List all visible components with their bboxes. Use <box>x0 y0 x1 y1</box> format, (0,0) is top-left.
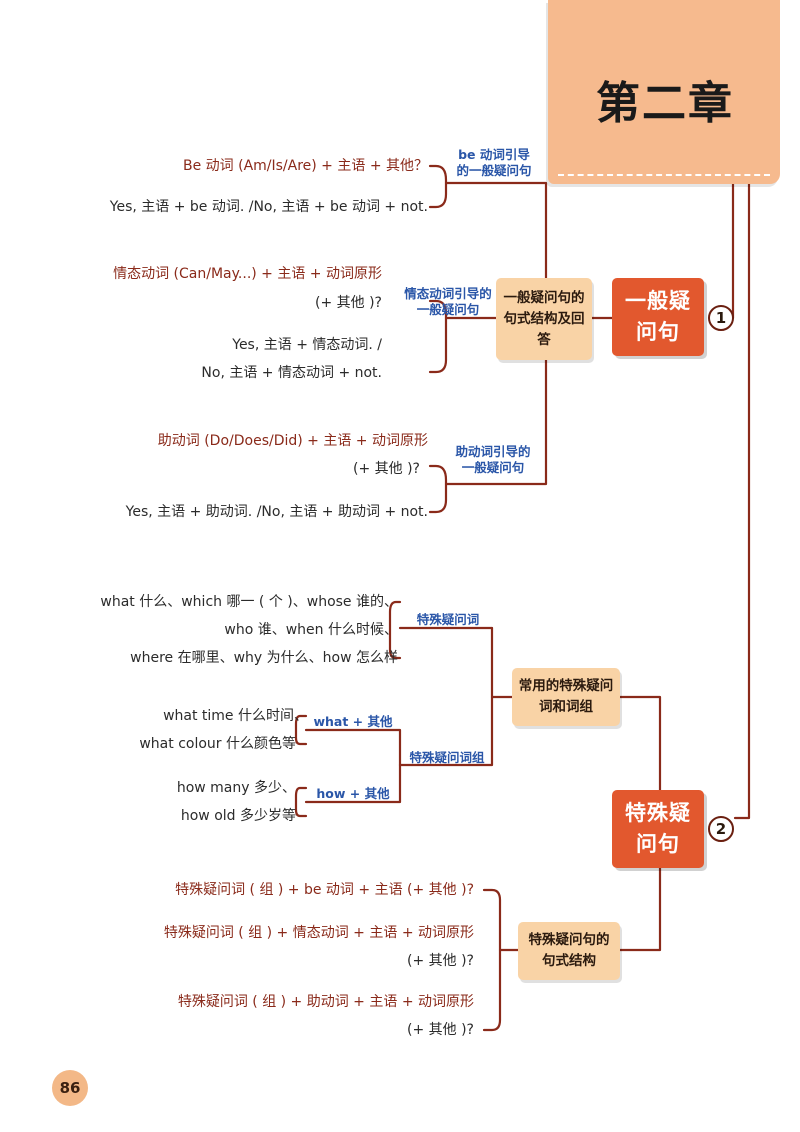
be-group-label: be 动词引导的一般疑问句 <box>456 147 532 178</box>
be-answer-text: Yes, 主语 + be 动词. /No, 主语 + be 动词 + not. <box>109 199 428 215</box>
special-phrases-label: 特殊疑问词组 <box>409 750 485 765</box>
what-phrase-line1: what time 什么时间、 <box>163 708 308 724</box>
what-phrase-line2: what colour 什么颜色等 <box>139 736 296 752</box>
common-words-node: 常用的特殊疑问词和词组 <box>512 668 620 726</box>
aux-answer-text: Yes, 主语 + 助动词. /No, 主语 + 助动词 + not. <box>125 504 428 520</box>
aux-group-label: 助动词引导的一般疑问句 <box>455 444 531 475</box>
special-structure-aux-line2: (+ 其他 )? <box>407 1022 474 1038</box>
modal-group-label: 情态动词引导的一般疑问句 <box>404 286 492 317</box>
what-plus-label: what + 其他 <box>313 714 393 729</box>
be-question-text: Be 动词 (Am/Is/Are) + 主语 + 其他？ <box>182 158 428 174</box>
special-question-label: 特殊疑问句 <box>625 801 691 856</box>
special-structure-aux-line1: 特殊疑问词 ( 组 ) + 助动词 + 主语 + 动词原形 <box>177 994 474 1010</box>
special-structure-label: 特殊疑问句的句式结构 <box>528 932 610 969</box>
special-structure-be: 特殊疑问词 ( 组 ) + be 动词 + 主语 (+ 其他 )? <box>175 882 474 898</box>
special-words-line3: where 在哪里、why 为什么、how 怎么样 <box>130 650 398 666</box>
section-number-2: 2 <box>708 816 734 842</box>
special-question-node: 特殊疑问句 <box>612 790 704 868</box>
modal-answer-line2: No, 主语 + 情态动词 + not. <box>201 365 382 381</box>
page-number: 86 <box>52 1070 88 1106</box>
special-words-line1: what 什么、which 哪一 ( 个 )、whose 谁的、 <box>100 594 398 610</box>
section-number-1: 1 <box>708 305 734 331</box>
general-question-label: 一般疑问句 <box>625 289 691 344</box>
how-plus-label: how + 其他 <box>316 786 390 801</box>
special-structure-node: 特殊疑问句的句式结构 <box>518 922 620 980</box>
special-structure-modal-line1: 特殊疑问词 ( 组 ) + 情态动词 + 主语 + 动词原形 <box>163 925 474 941</box>
how-phrase-line1: how many 多少、 <box>176 780 296 796</box>
general-structure-node: 一般疑问句的句式结构及回答 <box>496 278 592 360</box>
how-phrase-line2: how old 多少岁等 <box>180 808 296 824</box>
common-words-label: 常用的特殊疑问词和词组 <box>518 678 614 715</box>
special-structure-modal-line2: (+ 其他 )? <box>407 953 474 969</box>
chapter-title: 第二章 <box>596 78 734 129</box>
general-structure-label: 一般疑问句的句式结构及回答 <box>503 289 585 348</box>
aux-question-line2: (+ 其他 )? <box>353 461 420 477</box>
special-words-line2: who 谁、when 什么时候、 <box>224 622 398 638</box>
modal-question-line2: (+ 其他 )? <box>315 295 382 311</box>
modal-answer-line1: Yes, 主语 + 情态动词. / <box>232 337 382 353</box>
general-question-node: 一般疑问句 <box>612 278 704 356</box>
special-words-label: 特殊疑问词 <box>416 612 480 627</box>
aux-question-line1: 助动词 (Do/Does/Did) + 主语 + 动词原形 <box>157 433 428 449</box>
modal-question-line1: 情态动词 (Can/May...) + 主语 + 动词原形 <box>113 266 382 282</box>
chapter-banner <box>548 0 780 184</box>
